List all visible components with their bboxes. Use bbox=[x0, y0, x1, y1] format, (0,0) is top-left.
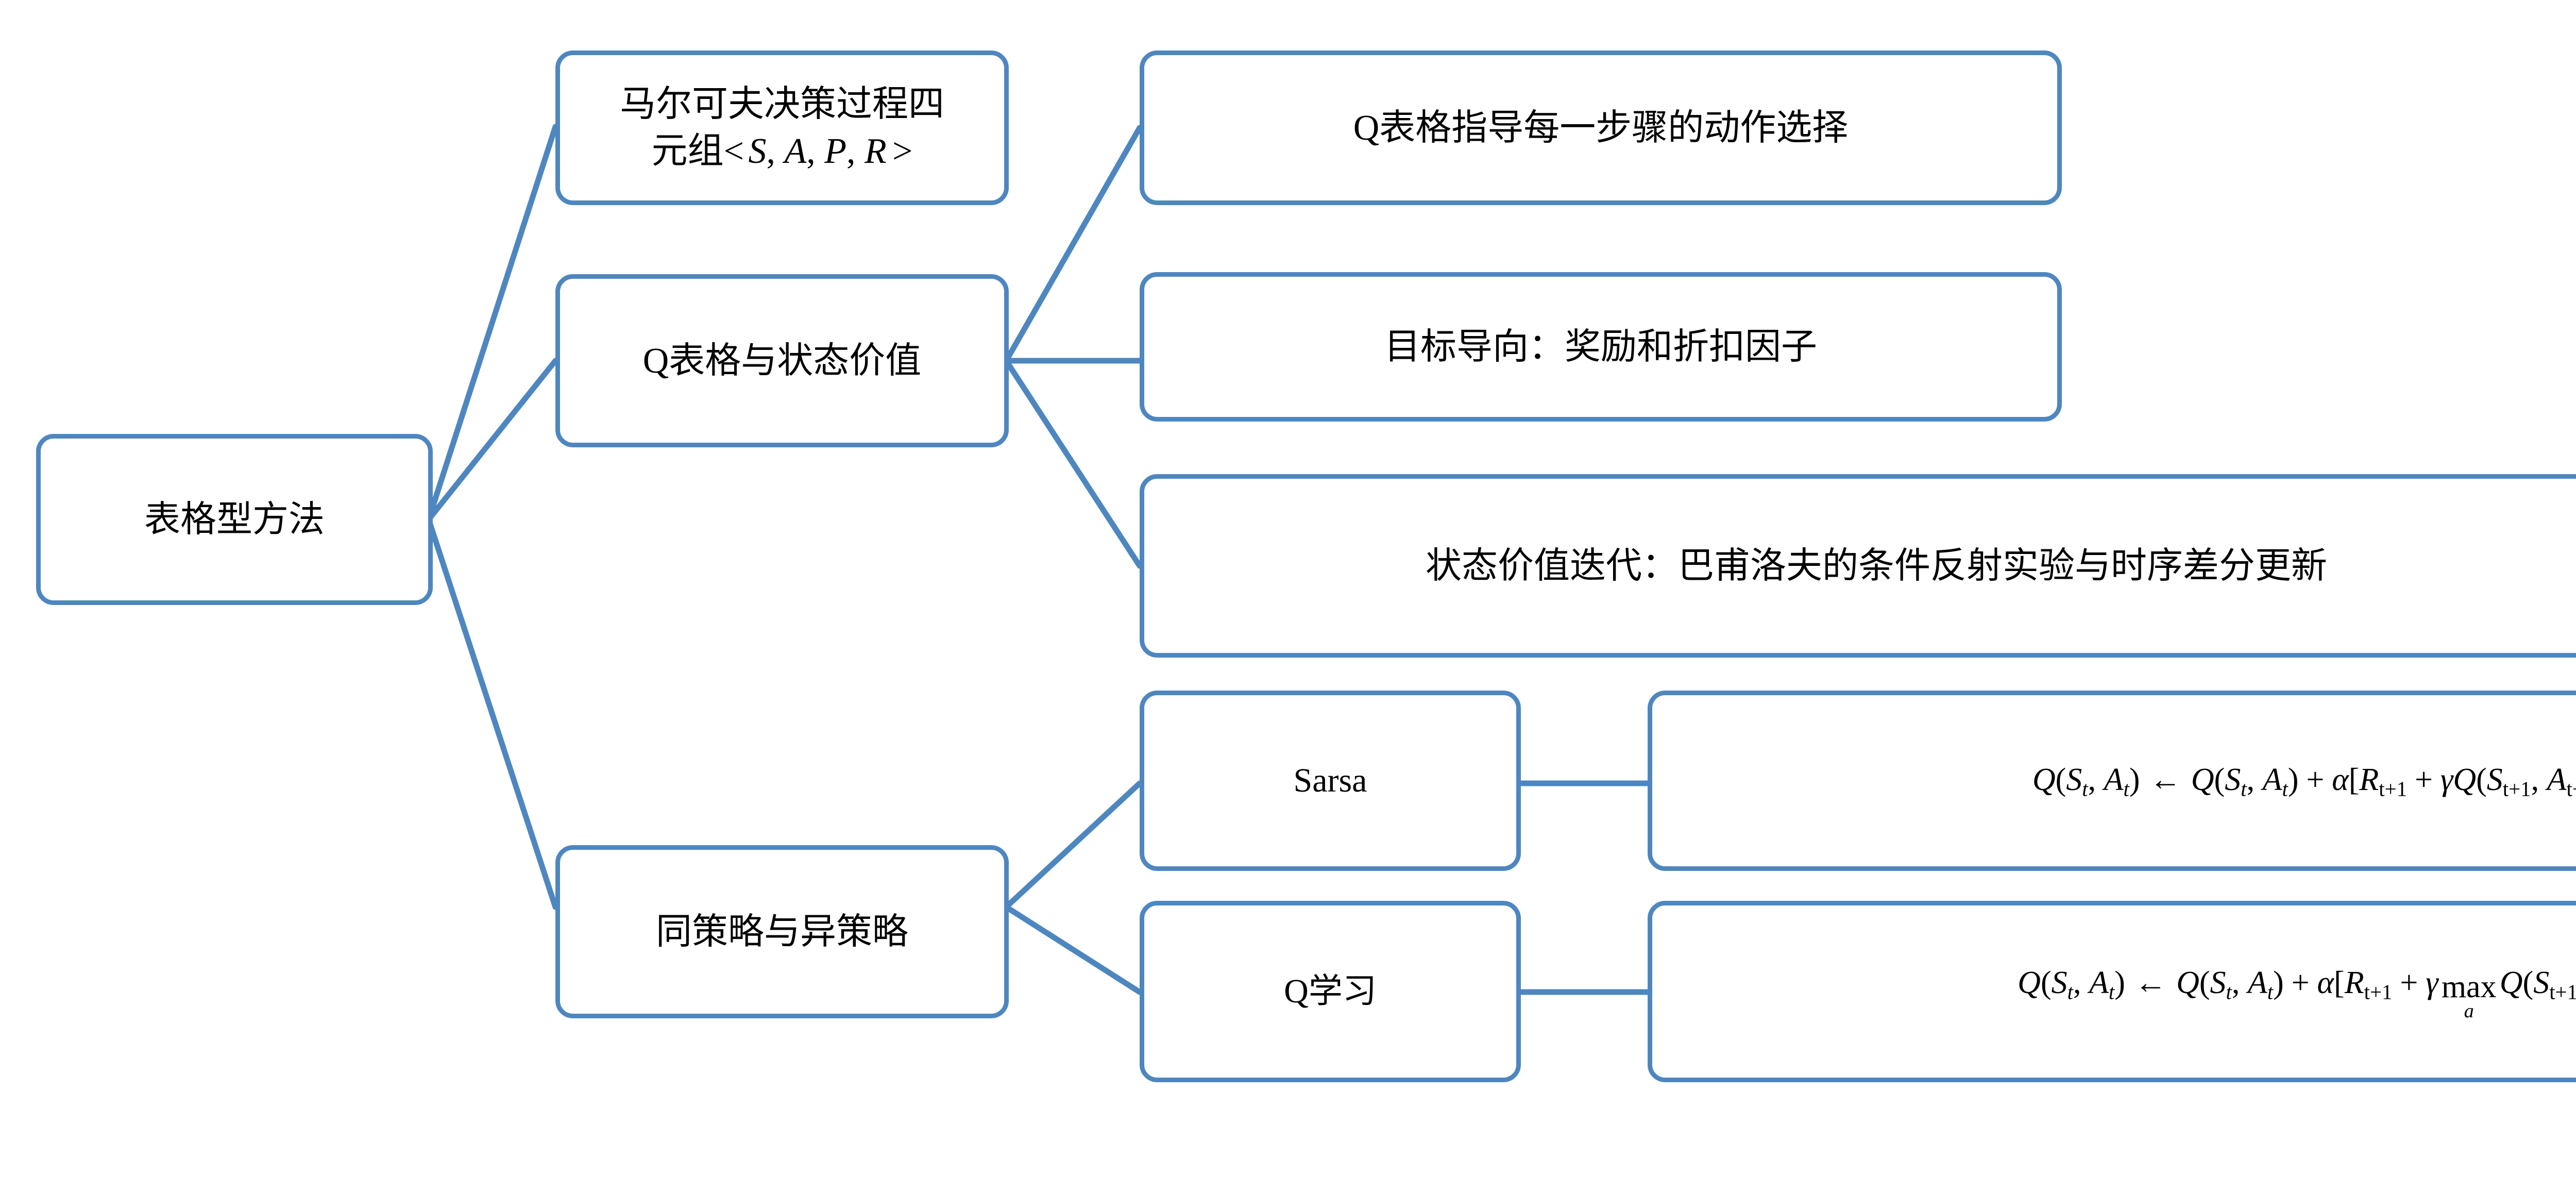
edge-root-qtable bbox=[426, 358, 558, 523]
qlearning-formula-text: Q(St, At)←Q(St, At)+α[Rt+1+γmaxaQ(St+1, … bbox=[2018, 965, 2576, 1022]
node-leaf-value-label: 状态价值迭代：巴甫洛夫的条件反射实验与时序差分更新 bbox=[1426, 546, 2327, 586]
node-qlearning-label: Q学习 bbox=[1284, 972, 1377, 1011]
node-mdp-line1: 马尔可夫决策过程四 bbox=[620, 85, 944, 124]
node-qtable[interactable]: Q表格与状态价值 bbox=[555, 274, 1009, 447]
node-policy-label: 同策略与异策略 bbox=[656, 912, 908, 952]
edge-root-policy bbox=[426, 516, 558, 910]
sarsa-formula-text: Q(St, At)←Q(St, At)+α[Rt+1+γQ(St+1, At+1… bbox=[2032, 762, 2576, 801]
node-sarsa[interactable]: Sarsa bbox=[1140, 691, 1521, 871]
node-mdp-line2: 元组<S, A, P, R> bbox=[651, 131, 913, 171]
node-qlearning[interactable]: Q学习 bbox=[1140, 901, 1521, 1082]
edge-qtable-value bbox=[1003, 358, 1143, 569]
edge-qtable-action bbox=[1003, 125, 1143, 364]
node-mdp-label: 马尔可夫决策过程四 元组<S, A, P, R> bbox=[569, 81, 995, 175]
node-root-label: 表格型方法 bbox=[144, 499, 325, 540]
node-mdp[interactable]: 马尔可夫决策过程四 元组<S, A, P, R> bbox=[555, 51, 1009, 205]
node-leaf-value[interactable]: 状态价值迭代：巴甫洛夫的条件反射实验与时序差分更新 bbox=[1140, 474, 2576, 658]
node-sarsa-formula[interactable]: Q(St, At)←Q(St, At)+α[Rt+1+γQ(St+1, At+1… bbox=[1648, 691, 2576, 871]
edge-policy-sarsa bbox=[1003, 780, 1143, 910]
node-leaf-action-label: Q表格指导每一步骤的动作选择 bbox=[1353, 108, 1849, 148]
node-qtable-label: Q表格与状态价值 bbox=[642, 341, 922, 381]
edge-root-mdp bbox=[426, 124, 558, 523]
node-qlearning-formula[interactable]: Q(St, At)←Q(St, At)+α[Rt+1+γmaxaQ(St+1, … bbox=[1648, 901, 2576, 1082]
node-leaf-action[interactable]: Q表格指导每一步骤的动作选择 bbox=[1140, 51, 2062, 205]
edge-policy-qlearning bbox=[1003, 904, 1143, 995]
node-policy[interactable]: 同策略与异策略 bbox=[555, 845, 1009, 1018]
node-leaf-goal-label: 目标导向：奖励和折扣因子 bbox=[1384, 327, 1817, 367]
node-sarsa-label: Sarsa bbox=[1293, 762, 1367, 800]
node-leaf-goal[interactable]: 目标导向：奖励和折扣因子 bbox=[1140, 272, 2062, 422]
node-root[interactable]: 表格型方法 bbox=[36, 434, 433, 605]
